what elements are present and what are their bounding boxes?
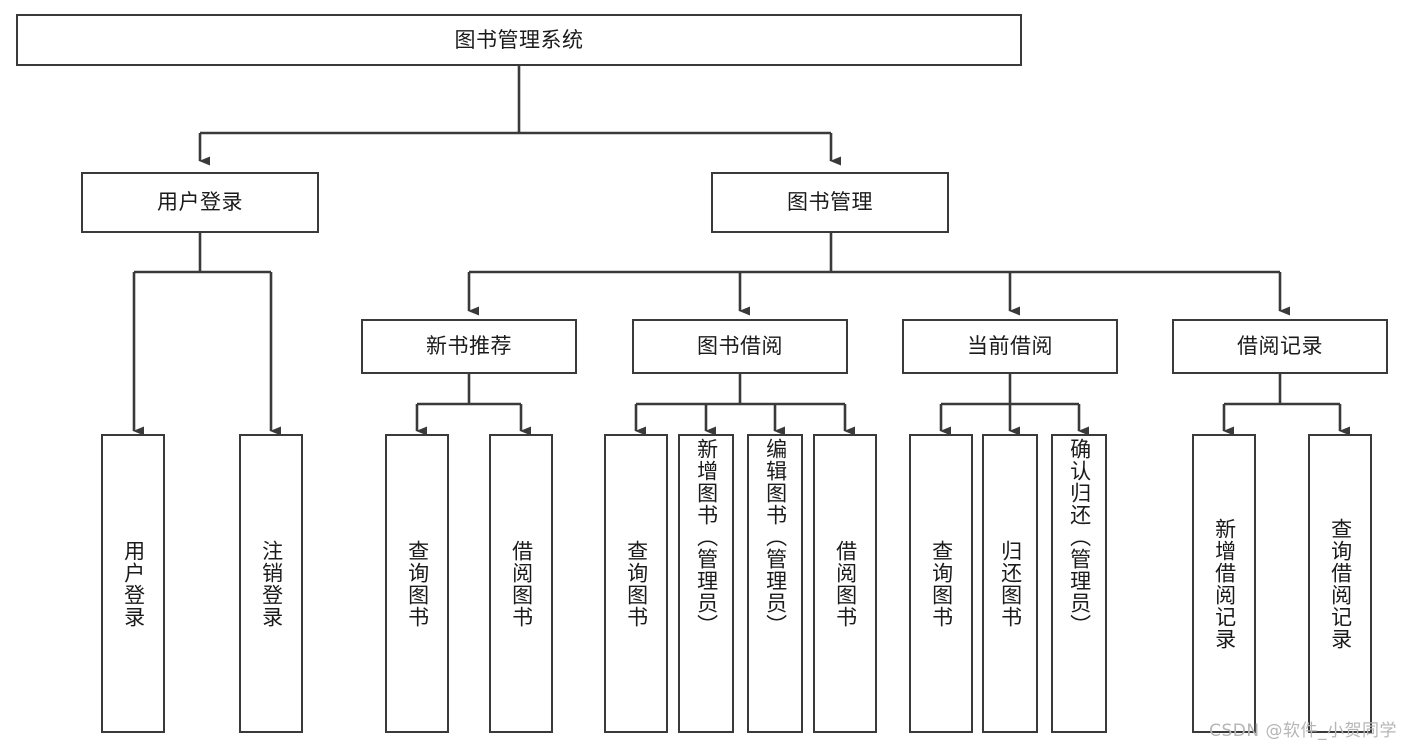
node-leaf-query-book-3-label: 查询图书 bbox=[929, 539, 954, 628]
node-leaf-query-book-1[interactable]: 查询图书 bbox=[385, 434, 449, 733]
node-root-system-label: 图书管理系统 bbox=[454, 27, 584, 52]
node-leaf-user-logout[interactable]: 注销登录 bbox=[239, 434, 303, 733]
node-user-login-label: 用户登录 bbox=[157, 190, 243, 215]
node-current-borrow-label: 当前借阅 bbox=[967, 334, 1053, 359]
node-root-system[interactable]: 图书管理系统 bbox=[16, 14, 1022, 66]
node-current-borrow[interactable]: 当前借阅 bbox=[902, 319, 1118, 374]
node-leaf-edit-book[interactable]: 编辑图书（管理员） bbox=[747, 434, 803, 733]
node-leaf-query-book-1-label: 查询图书 bbox=[405, 539, 430, 628]
csdn-watermark: CSDN @软件_小贺同学 bbox=[1209, 721, 1397, 741]
node-leaf-query-record[interactable]: 查询借阅记录 bbox=[1308, 434, 1372, 733]
node-leaf-add-record[interactable]: 新增借阅记录 bbox=[1192, 434, 1256, 733]
node-leaf-borrow-book-2[interactable]: 借阅图书 bbox=[813, 434, 877, 733]
node-leaf-confirm-return-label: 确认归还（管理员） bbox=[1067, 438, 1092, 636]
node-leaf-query-record-label: 查询借阅记录 bbox=[1328, 517, 1353, 650]
node-book-borrow-label: 图书借阅 bbox=[697, 334, 783, 359]
node-leaf-query-book-3[interactable]: 查询图书 bbox=[909, 434, 973, 733]
node-borrow-record[interactable]: 借阅记录 bbox=[1172, 319, 1388, 374]
node-leaf-return-book[interactable]: 归还图书 bbox=[982, 434, 1038, 733]
node-leaf-return-book-label: 归还图书 bbox=[998, 539, 1023, 628]
node-book-manage[interactable]: 图书管理 bbox=[711, 172, 949, 233]
node-borrow-record-label: 借阅记录 bbox=[1237, 334, 1323, 359]
node-leaf-query-book-2-label: 查询图书 bbox=[624, 539, 649, 628]
node-user-login[interactable]: 用户登录 bbox=[81, 172, 319, 233]
node-leaf-add-book[interactable]: 新增图书（管理员） bbox=[678, 434, 734, 733]
node-leaf-add-book-label: 新增图书（管理员） bbox=[694, 438, 719, 636]
node-new-book-recommend[interactable]: 新书推荐 bbox=[361, 319, 577, 374]
node-book-manage-label: 图书管理 bbox=[787, 190, 873, 215]
node-leaf-user-login[interactable]: 用户登录 bbox=[101, 434, 165, 733]
node-leaf-query-book-2[interactable]: 查询图书 bbox=[604, 434, 668, 733]
node-leaf-confirm-return[interactable]: 确认归还（管理员） bbox=[1051, 434, 1107, 733]
node-leaf-borrow-book-1-label: 借阅图书 bbox=[509, 539, 534, 628]
node-leaf-borrow-book-1[interactable]: 借阅图书 bbox=[489, 434, 553, 733]
node-book-borrow[interactable]: 图书借阅 bbox=[632, 319, 848, 374]
node-leaf-edit-book-label: 编辑图书（管理员） bbox=[763, 438, 788, 636]
node-new-book-recommend-label: 新书推荐 bbox=[426, 334, 512, 359]
node-leaf-user-logout-label: 注销登录 bbox=[259, 539, 284, 628]
node-leaf-user-login-label: 用户登录 bbox=[121, 539, 146, 628]
node-leaf-add-record-label: 新增借阅记录 bbox=[1212, 517, 1237, 650]
node-leaf-borrow-book-2-label: 借阅图书 bbox=[833, 539, 858, 628]
